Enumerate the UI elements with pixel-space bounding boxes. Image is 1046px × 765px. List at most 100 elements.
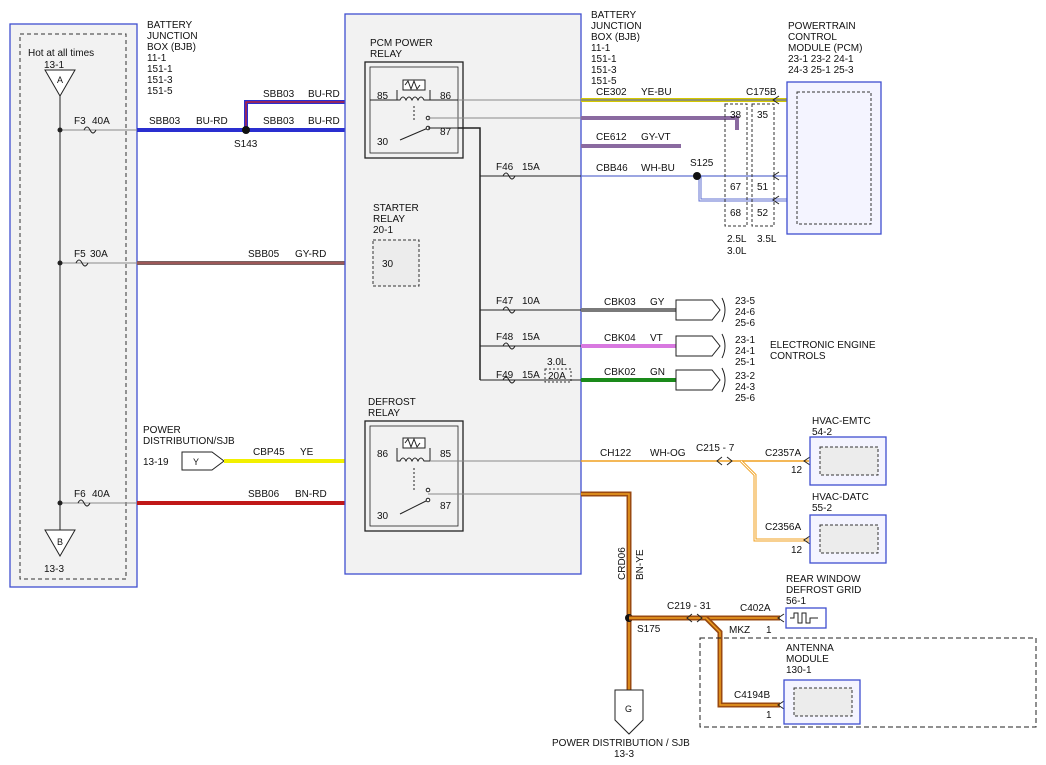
fuse-f5-label: F5: [74, 249, 86, 260]
svg-text:130-1: 130-1: [786, 665, 812, 676]
wire-ce612-color: GY-VT: [641, 132, 671, 143]
fuse-f3-label: F3: [74, 116, 86, 127]
internal-fuse-bus: [458, 127, 481, 380]
fuse-f49-rating: 15A: [522, 370, 540, 381]
pcm-pins-right-box: [751, 103, 775, 227]
rear-defrost-label: REAR WINDOW DEFROST GRID 56-1: [786, 574, 861, 607]
wire-sbb06-color: BN-RD: [295, 489, 327, 500]
svg-text:30: 30: [377, 511, 389, 522]
svg-text:151-5: 151-5: [147, 86, 173, 97]
svg-text:20-1: 20-1: [373, 225, 393, 236]
power-dist-bottom-label: POWER DISTRIBUTION / SJB 13-3: [552, 738, 690, 760]
svg-text:23-2: 23-2: [735, 371, 755, 382]
svg-text:25-1: 25-1: [735, 357, 755, 368]
svg-text:BOX (BJB): BOX (BJB): [591, 32, 640, 43]
hvac-datc-pin: 12: [791, 545, 803, 556]
pcm-pin-52: 52: [757, 208, 769, 219]
connector-y: [181, 451, 225, 471]
hvac-datc-label: HVAC-DATC 55-2: [812, 492, 869, 514]
wire-sbb05-color: GY-RD: [295, 249, 326, 260]
wire-sbb03-left-color: BU-RD: [196, 116, 228, 127]
svg-text:ELECTRONIC ENGINE: ELECTRONIC ENGINE: [770, 340, 876, 351]
wire-ch122-label: CH122: [600, 448, 632, 459]
wire-cbk02-label: CBK02: [604, 367, 636, 378]
svg-text:87: 87: [440, 501, 452, 512]
connector-c215: C215 - 7: [696, 443, 735, 454]
bus-ref-bottom: 13-3: [44, 564, 64, 575]
svg-text:151-3: 151-3: [591, 65, 617, 76]
svg-text:24-6: 24-6: [735, 307, 755, 318]
antenna-label: ANTENNA MODULE 130-1: [786, 643, 834, 676]
wire-sbb03-top-label: SBB03: [263, 89, 295, 100]
svg-text:23-1 23-2 24-1: 23-1 23-2 24-1: [788, 54, 854, 65]
connector-c4194b: C4194B: [734, 690, 770, 701]
splice-s143-label: S143: [234, 139, 258, 150]
svg-text:23-5: 23-5: [735, 296, 755, 307]
engine-30-fuse-label: 3.0L: [547, 357, 567, 368]
wire-sbb05-label: SBB05: [248, 249, 280, 260]
svg-text:25-6: 25-6: [735, 318, 755, 329]
connector-g: [614, 689, 644, 735]
pcm-module-inner: [796, 91, 872, 225]
fuse-f47-icon: [502, 306, 516, 314]
bjb-left-box: [9, 23, 138, 588]
svg-text:HVAC-EMTC: HVAC-EMTC: [812, 416, 871, 427]
svg-text:151-5: 151-5: [591, 76, 617, 87]
splice-s175-label: S175: [637, 624, 661, 635]
svg-text:RELAY: RELAY: [373, 214, 405, 225]
bjb-right-label: BATTERY JUNCTION BOX (BJB) 11-1 151-1 15…: [591, 10, 642, 87]
svg-text:BATTERY: BATTERY: [147, 20, 193, 31]
pcm-pin-35: 35: [757, 110, 769, 121]
connector-a: [44, 69, 76, 98]
svg-text:151-1: 151-1: [147, 64, 173, 75]
svg-text:151-3: 151-3: [147, 75, 173, 86]
svg-text:POWERTRAIN: POWERTRAIN: [788, 21, 856, 32]
wire-crd06: [581, 491, 632, 690]
wire-cbk04-color: VT: [650, 333, 663, 344]
wire-cbk04-label: CBK04: [604, 333, 636, 344]
engine-35-label: 3.5L: [757, 234, 777, 245]
pcm-pin-68: 68: [730, 208, 742, 219]
svg-text:24-1: 24-1: [735, 346, 755, 357]
svg-text:POWER: POWER: [143, 425, 181, 436]
rear-defrost-pin: 1: [766, 625, 772, 636]
pcm-power-relay: PCM POWER RELAY 85 86 30 87: [364, 38, 464, 159]
hvac-emtc-label: HVAC-EMTC 54-2: [812, 416, 871, 438]
svg-text:STARTER: STARTER: [373, 203, 419, 214]
eec-connector-2: [675, 335, 721, 357]
wire-ch122: [581, 459, 809, 542]
wire-cbb46-label: CBB46: [596, 163, 628, 174]
svg-text:11-1: 11-1: [147, 53, 167, 64]
svg-text:30: 30: [377, 137, 389, 148]
wire-mkz-label: MKZ: [729, 625, 750, 636]
eec-refs: 23-5 24-6 25-6 23-1 24-1 25-1 23-2 24-3 …: [735, 296, 755, 404]
wire-cbk03-color: GY: [650, 297, 665, 308]
svg-text:CONTROLS: CONTROLS: [770, 351, 826, 362]
svg-text:CONTROL: CONTROL: [788, 32, 837, 43]
svg-text:56-1: 56-1: [786, 596, 806, 607]
eec-connector-3: [675, 369, 721, 391]
svg-text:54-2: 54-2: [812, 427, 832, 438]
antenna-pin: 1: [766, 710, 772, 721]
svg-text:RELAY: RELAY: [370, 49, 402, 60]
wire-sbb03-top-color: BU-RD: [308, 89, 340, 100]
fuse-f47-rating: 10A: [522, 296, 540, 307]
mkz-option-region: [699, 637, 1037, 728]
wire-ce612-label: CE612: [596, 132, 627, 143]
svg-text:24-3 25-1 25-3: 24-3 25-1 25-3: [788, 65, 854, 76]
fuse-f49-alt-rating: 20A: [548, 371, 566, 382]
connector-c2357a: C2357A: [765, 448, 801, 459]
connector-y-label: Y: [193, 457, 199, 467]
fuse-f48-icon: [502, 342, 516, 350]
wire-cbk03-label: CBK03: [604, 297, 636, 308]
wire-crd06-branch: [629, 615, 780, 708]
fuse-f46-icon: [502, 172, 516, 180]
eec-connector-1: [675, 299, 721, 321]
wire-sbb03-mid-label: SBB03: [263, 116, 295, 127]
connector-c402a: C402A: [740, 603, 771, 614]
bjb-left-inner-dashed: [19, 33, 127, 580]
fuse-f5-rating: 30A: [90, 249, 108, 260]
hvac-emtc-pin: 12: [791, 465, 803, 476]
svg-text:85: 85: [377, 91, 389, 102]
connector-c2356a: C2356A: [765, 522, 801, 533]
